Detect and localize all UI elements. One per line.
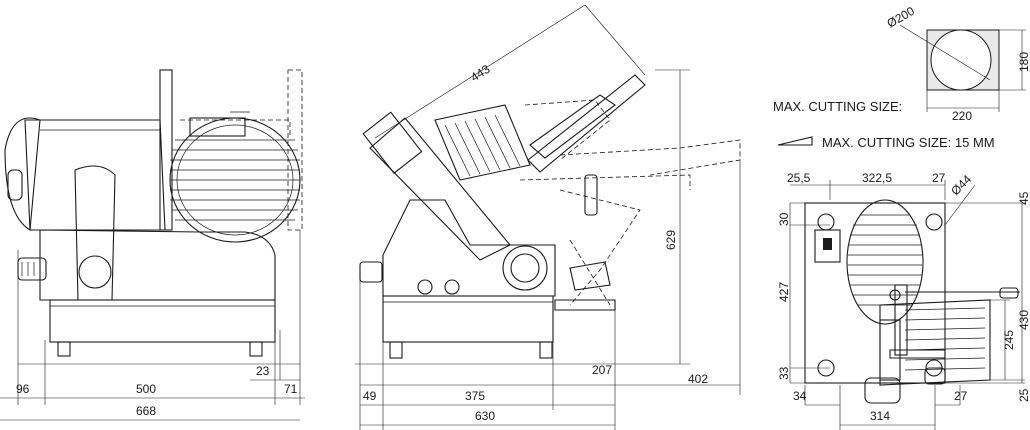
dia-200: Ø200 [885,4,918,31]
side-view [0,69,305,421]
tilt-grille [434,104,531,181]
dim-402: 402 [688,372,708,386]
dim-27b: 27 [954,389,968,403]
dim-96: 96 [16,382,30,396]
max-thickness-label: MAX. CUTTING SIZE: 15 MM [822,135,995,150]
dim-71: 71 [284,382,298,396]
dim-207: 207 [592,363,612,377]
dim-180: 180 [1017,52,1030,72]
dim-430: 430 [1017,310,1030,330]
dim-27a: 27 [932,171,946,185]
dim-443: 443 [468,62,493,85]
dim-25: 25 [1017,388,1030,402]
top-view [789,180,1025,430]
dim-dia-44: Ø44 [948,172,974,198]
dim-45: 45 [1017,191,1030,205]
dim-322-5: 322,5 [862,171,892,185]
dim-49: 49 [363,389,377,403]
dim-245: 245 [1002,330,1016,350]
tilt-view [355,4,741,430]
dim-25-5: 25,5 [787,171,811,185]
cutting-size-diagram [777,24,1026,146]
max-cutting-size-label: MAX. CUTTING SIZE: [773,99,902,114]
dim-23: 23 [256,364,270,378]
dim-375: 375 [465,389,485,403]
top-blade-grille [848,214,922,306]
dim-33: 33 [777,366,791,380]
dim-30: 30 [777,212,791,226]
dim-34: 34 [793,389,807,403]
dim-630: 630 [475,409,495,423]
side-blade-grille [170,139,300,221]
dim-668: 668 [136,404,156,418]
dim-427: 427 [777,282,791,302]
dim-314: 314 [870,409,890,423]
dim-500: 500 [136,382,156,396]
dim-629: 629 [664,230,678,250]
dim-220: 220 [952,109,972,123]
